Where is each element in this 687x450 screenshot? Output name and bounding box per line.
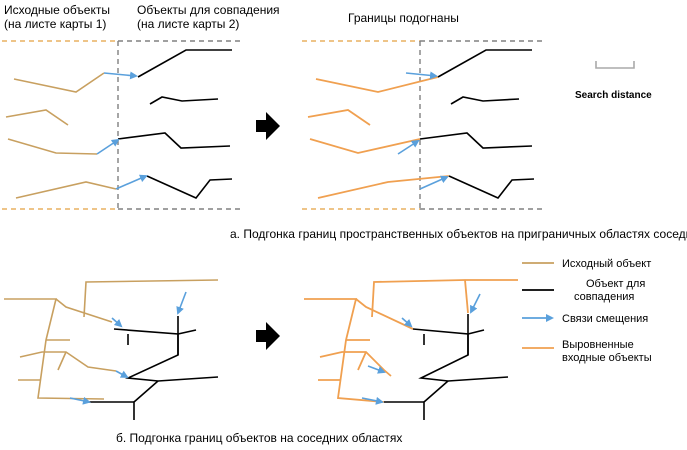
displacement-link <box>115 370 129 378</box>
source-line <box>57 351 67 371</box>
target-line <box>467 329 485 335</box>
label-source-objects-line1: Исходные объекты <box>4 3 110 17</box>
caption-a: а. Подгонка границ пространственных объе… <box>230 227 687 241</box>
panel-a-before: Исходные объекты (на листе карты 1) Объе… <box>2 3 280 210</box>
panel-b-after <box>304 279 518 420</box>
displacement-link <box>401 317 413 328</box>
target-line <box>419 132 533 149</box>
legend-label-source: Исходный объект <box>562 258 651 270</box>
target-line <box>117 132 231 149</box>
adjusted-line <box>309 138 421 154</box>
adjusted-line <box>357 351 367 371</box>
displacement-link <box>111 317 123 328</box>
adjusted-line <box>307 109 371 126</box>
adjusted-line <box>464 279 469 314</box>
source-line <box>83 279 219 318</box>
search-distance-bracket <box>595 61 635 69</box>
search-distance-indicator: Search distance <box>575 61 652 101</box>
displacement-link <box>96 138 120 155</box>
target-line <box>113 328 219 382</box>
target-line <box>177 329 197 335</box>
target-line <box>146 175 233 199</box>
target-line <box>450 96 520 105</box>
displacement-link <box>405 71 438 80</box>
label-match-objects-line1: Объекты для совпадения <box>137 3 280 17</box>
adjusted-line <box>317 175 450 199</box>
label-search-distance: Search distance <box>575 90 652 101</box>
legend-label-adjusted-line2: входные объекты <box>562 352 652 364</box>
label-source-objects-line2: (на листе карты 1) <box>4 17 106 31</box>
panel-b-before <box>4 279 219 420</box>
source-line <box>15 181 117 199</box>
label-match-objects-line2: (на листе карты 2) <box>137 17 239 31</box>
target-line <box>149 96 219 105</box>
legend: Исходный объект Объект для совпадения Св… <box>522 258 652 364</box>
adjusted-line <box>315 76 439 93</box>
adjusted-line <box>371 279 518 318</box>
label-edges-adjusted: Границы подогнаны <box>348 11 459 25</box>
displacement-link <box>69 396 91 405</box>
source-line <box>7 138 98 155</box>
transition-arrow <box>256 322 280 350</box>
displacement-link <box>397 139 420 155</box>
source-line <box>19 351 117 372</box>
displacement-link <box>367 365 386 374</box>
panel-a-after: Границы подогнаны <box>302 11 542 210</box>
legend-label-link: Связи смещения <box>562 313 648 325</box>
legend-label-adjusted-line1: Выровненные <box>562 339 634 351</box>
target-line <box>412 328 509 382</box>
legend-label-match-line1: Объект для <box>586 278 645 290</box>
adjusted-line <box>355 298 414 330</box>
displacement-link <box>103 71 138 80</box>
transition-arrow <box>256 112 280 140</box>
target-line <box>133 380 159 420</box>
displacement-link <box>361 396 384 405</box>
target-line <box>448 175 535 199</box>
source-line <box>5 109 69 126</box>
source-line <box>55 298 113 323</box>
displacement-link <box>419 175 449 190</box>
displacement-link <box>115 174 148 190</box>
adjusted-line <box>319 351 392 377</box>
displacement-link <box>470 293 481 314</box>
target-line <box>137 49 232 78</box>
caption-b: б. Подгонка границ объектов на соседних … <box>116 431 402 445</box>
source-line <box>13 72 105 93</box>
target-line <box>423 380 449 420</box>
displacement-link <box>176 291 187 315</box>
target-line <box>437 49 532 78</box>
legend-label-match-line2: совпадения <box>574 291 634 303</box>
